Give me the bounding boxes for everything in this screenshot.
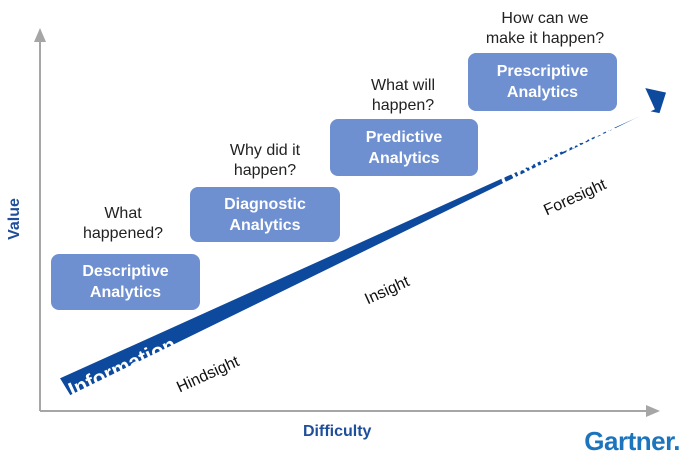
diagnostic-label-line2: Analytics xyxy=(229,216,301,234)
y-axis-label: Value xyxy=(5,198,23,240)
x-axis-arrowhead xyxy=(646,405,660,417)
growth-arrow xyxy=(58,86,668,397)
predictive-label-line1: Predictive xyxy=(365,128,443,146)
question-diagnostic-line2: happen? xyxy=(233,162,297,179)
diagnostic-label-line1: Diagnostic xyxy=(224,195,306,213)
question-predictive: What will happen? xyxy=(348,76,458,116)
descriptive-label-line2: Analytics xyxy=(89,284,162,301)
question-diagnostic-line1: Why did it xyxy=(229,142,301,159)
prescriptive-analytics-box: Prescriptive Analytics xyxy=(468,53,617,111)
question-prescriptive: How can we make it happen? xyxy=(470,9,620,49)
question-descriptive: What happened? xyxy=(68,204,178,244)
prescriptive-label-line1: Prescriptive xyxy=(496,63,589,80)
predictive-analytics-box: Predictive Analytics xyxy=(330,119,478,176)
question-prescriptive-line1: How can we xyxy=(501,10,589,27)
question-descriptive-line1: What xyxy=(104,205,142,222)
descriptive-label-line1: Descriptive xyxy=(82,263,169,280)
y-axis-arrowhead xyxy=(34,28,46,42)
gartner-logo: Gartner. xyxy=(584,426,680,456)
descriptive-analytics-box: Descriptive Analytics xyxy=(51,254,200,310)
question-predictive-line2: happen? xyxy=(371,97,435,114)
question-predictive-line1: What will xyxy=(370,77,435,94)
x-axis-label: Difficulty xyxy=(303,423,372,440)
prescriptive-label-line2: Analytics xyxy=(506,84,579,101)
question-descriptive-line2: happened? xyxy=(82,225,164,242)
question-prescriptive-line2: make it happen? xyxy=(485,30,605,47)
predictive-label-line2: Analytics xyxy=(368,149,440,167)
diagnostic-analytics-box: Diagnostic Analytics xyxy=(190,187,340,242)
question-diagnostic: Why did it happen? xyxy=(210,141,320,181)
